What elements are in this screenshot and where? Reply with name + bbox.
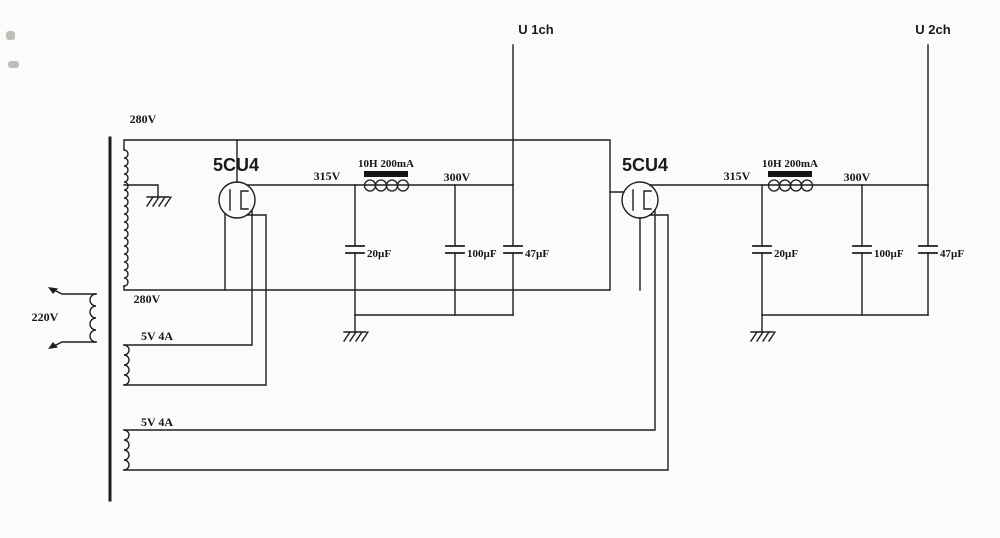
tube2-filament-leads	[123, 209, 669, 471]
ch2-cap2-label: 100µF	[874, 248, 904, 260]
tube1-label: 5CU4	[213, 155, 259, 175]
filter-channel-1: 315V 10H 200mA 300V 20µF 100µF 47µF U 1c…	[246, 22, 554, 342]
tube1-electrodes	[229, 189, 249, 211]
ht-winding-loop-wire	[123, 139, 611, 291]
tube2-plate-leads	[609, 191, 641, 291]
heater-winding-1-label: 5V 4A	[141, 329, 173, 343]
choke2-loop	[800, 179, 814, 192]
choke1-loop	[396, 179, 410, 192]
tube2-envelope	[621, 181, 659, 219]
ch2-capacitor-leads	[761, 184, 929, 316]
ac-input-arrow-bottom	[48, 342, 58, 349]
ht-top-voltage-label: 280V	[130, 112, 157, 126]
ch1-output-label: U 1ch	[518, 22, 553, 37]
ht-bottom-voltage-label: 280V	[134, 292, 161, 306]
ground-symbol-center-tap	[146, 196, 172, 207]
ch1-filtered-voltage-label: 300V	[444, 170, 471, 184]
choke1-core	[364, 171, 408, 177]
primary-lead-bottom	[51, 341, 97, 348]
rectifier-tube-1: 5CU4	[123, 139, 267, 386]
ch1-cap3-label: 47µF	[525, 248, 549, 260]
ch2-output-label: U 2ch	[915, 22, 950, 37]
tube1-plate-leads	[224, 139, 238, 291]
tube1-envelope	[218, 181, 256, 219]
ground-symbol-ch2	[750, 331, 776, 342]
ac-input-arrow-top	[48, 287, 58, 294]
ch1-capacitor-leads	[354, 184, 514, 316]
ground-symbol-ch1	[343, 331, 369, 342]
transformer: 220V 280V 280V 5V 4A 5V 4A	[32, 112, 611, 502]
tube2-label: 5CU4	[622, 155, 668, 175]
ch2-cap1-label: 20µF	[774, 248, 798, 260]
ch2-filtered-voltage-label: 300V	[844, 170, 871, 184]
ch1-ground-rail	[354, 314, 514, 333]
primary-winding-coil	[89, 293, 97, 343]
filament-winding-1-coil	[123, 344, 130, 386]
tube1-filament-leads	[123, 209, 267, 386]
ch2-capacitor-plates	[752, 245, 938, 254]
heater-winding-2-label: 5V 4A	[141, 415, 173, 429]
ch2-ground-rail	[761, 314, 929, 333]
scan-artifact	[8, 61, 19, 68]
ht-secondary-coil	[123, 149, 129, 287]
choke2-coil	[767, 179, 814, 192]
ch1-choke-label: 10H 200mA	[358, 158, 414, 170]
ch1-rectified-voltage-label: 315V	[314, 169, 341, 183]
ht-center-tap-wire	[123, 184, 159, 198]
choke2-core	[768, 171, 812, 177]
primary-voltage-label: 220V	[32, 310, 59, 324]
ch1-cap2-label: 100µF	[467, 248, 497, 260]
rectifier-tube-2: 5CU4	[123, 155, 669, 471]
filament-winding-2-coil	[123, 429, 130, 471]
ch2-rectified-voltage-label: 315V	[724, 169, 751, 183]
tube2-electrodes	[632, 189, 652, 211]
ch2-cap3-label: 47µF	[940, 248, 964, 260]
ch1-cap1-label: 20µF	[367, 248, 391, 260]
scan-artifact	[6, 31, 15, 40]
ch1-capacitor-plates	[345, 245, 523, 254]
choke1-coil	[363, 179, 410, 192]
primary-lead-top	[51, 288, 97, 295]
filter-channel-2: 315V 10H 200mA 300V 20µF 100µF 47µF U 2c…	[649, 22, 964, 342]
ch2-choke-label: 10H 200mA	[762, 158, 818, 170]
